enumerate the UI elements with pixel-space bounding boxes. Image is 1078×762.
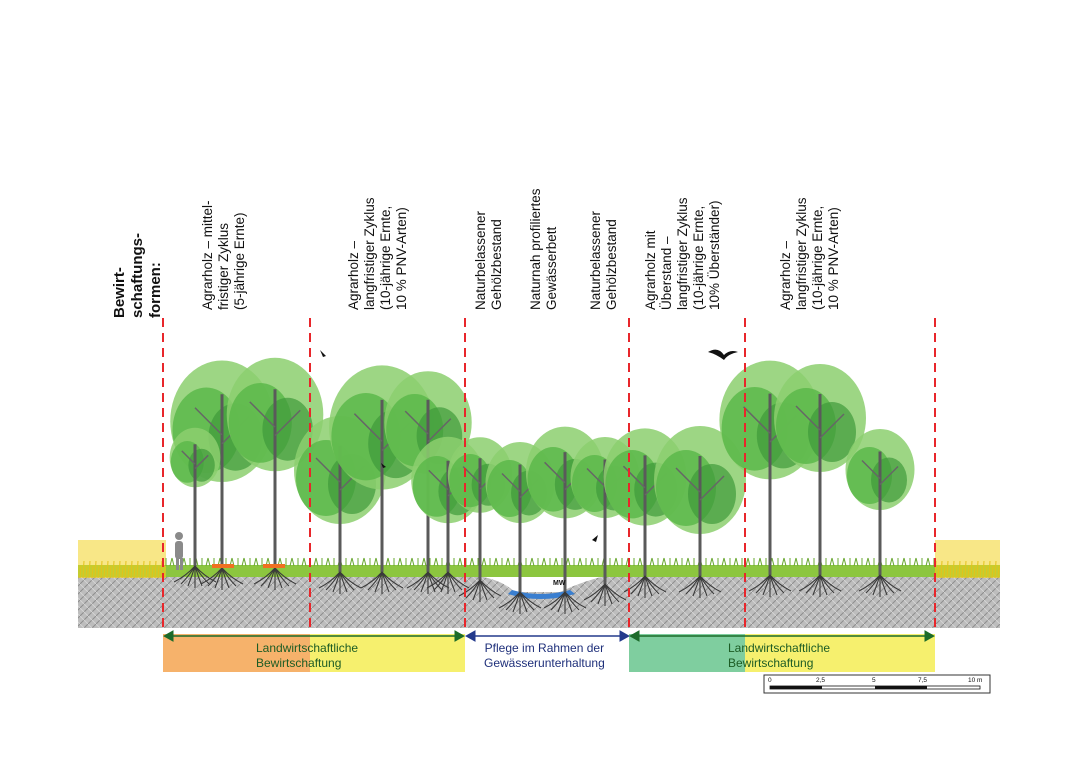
zone-label-agrarholz-lang-right: Agrarholz – langfristiger Zyklus (10-jäh… <box>778 197 841 310</box>
zone-label-agrarholz-mittel: Agrarholz – mittel- fristiger Zyklus (5-… <box>200 200 247 310</box>
band-label-landwirtschaft-right: Landwirtschaftliche Bewirtschaftung <box>728 641 831 670</box>
scale-tick-label: 2,5 <box>816 677 826 684</box>
stump-marker <box>212 564 234 568</box>
zone-label-naturbelassen-right: Naturbelassener Gehölzbestand <box>588 210 619 310</box>
band-green <box>629 634 745 672</box>
stump-marker <box>263 564 285 568</box>
bird-icon <box>381 463 386 468</box>
arrow-landwirtschaft-left <box>162 630 466 642</box>
zone-label-agrarholz-lang-left: Agrarholz – langfristiger Zyklus (10-jäh… <box>346 197 409 310</box>
tree <box>845 429 915 575</box>
zone-label-naturbelassen-left: Naturbelassener Gehölzbestand <box>473 210 504 310</box>
scale-bar <box>763 674 991 694</box>
scale-tick-label: 10 m <box>968 677 983 684</box>
section-heading: Bewirt- schaftungs- formen: <box>111 232 164 318</box>
band-orange <box>163 634 310 672</box>
bird-icon <box>320 350 326 357</box>
person-silhouette <box>175 532 183 570</box>
scale-tick-label: 7,5 <box>918 677 928 684</box>
tree <box>774 364 866 575</box>
bird-icon <box>592 535 598 542</box>
band-label-landwirtschaft-left: Landwirtschaftliche Bewirtschaftung <box>256 641 359 670</box>
zone-label-agrarholz-ueberstand: Agrarholz mit Überstand – langfristiger … <box>643 197 722 310</box>
band-label-pflege: Pflege im Rahmen der Gewässerunterhaltun… <box>484 641 605 670</box>
scale-tick-label: 0 <box>768 677 772 684</box>
bird-icon <box>708 349 738 360</box>
band-yellow <box>310 634 465 672</box>
water-level-label: MW <box>553 580 566 587</box>
band-yellow <box>745 634 935 672</box>
zone-label-naturnah-gewaesserbett: Naturnah profiliertes Gewässerbett <box>528 188 559 310</box>
soil-profile <box>78 575 1000 628</box>
arrow-pflege <box>464 630 631 642</box>
scale-tick-label: 5 <box>872 677 876 684</box>
tree <box>654 426 746 576</box>
arrow-landwirtschaft-right <box>628 630 936 642</box>
tree <box>169 427 221 566</box>
